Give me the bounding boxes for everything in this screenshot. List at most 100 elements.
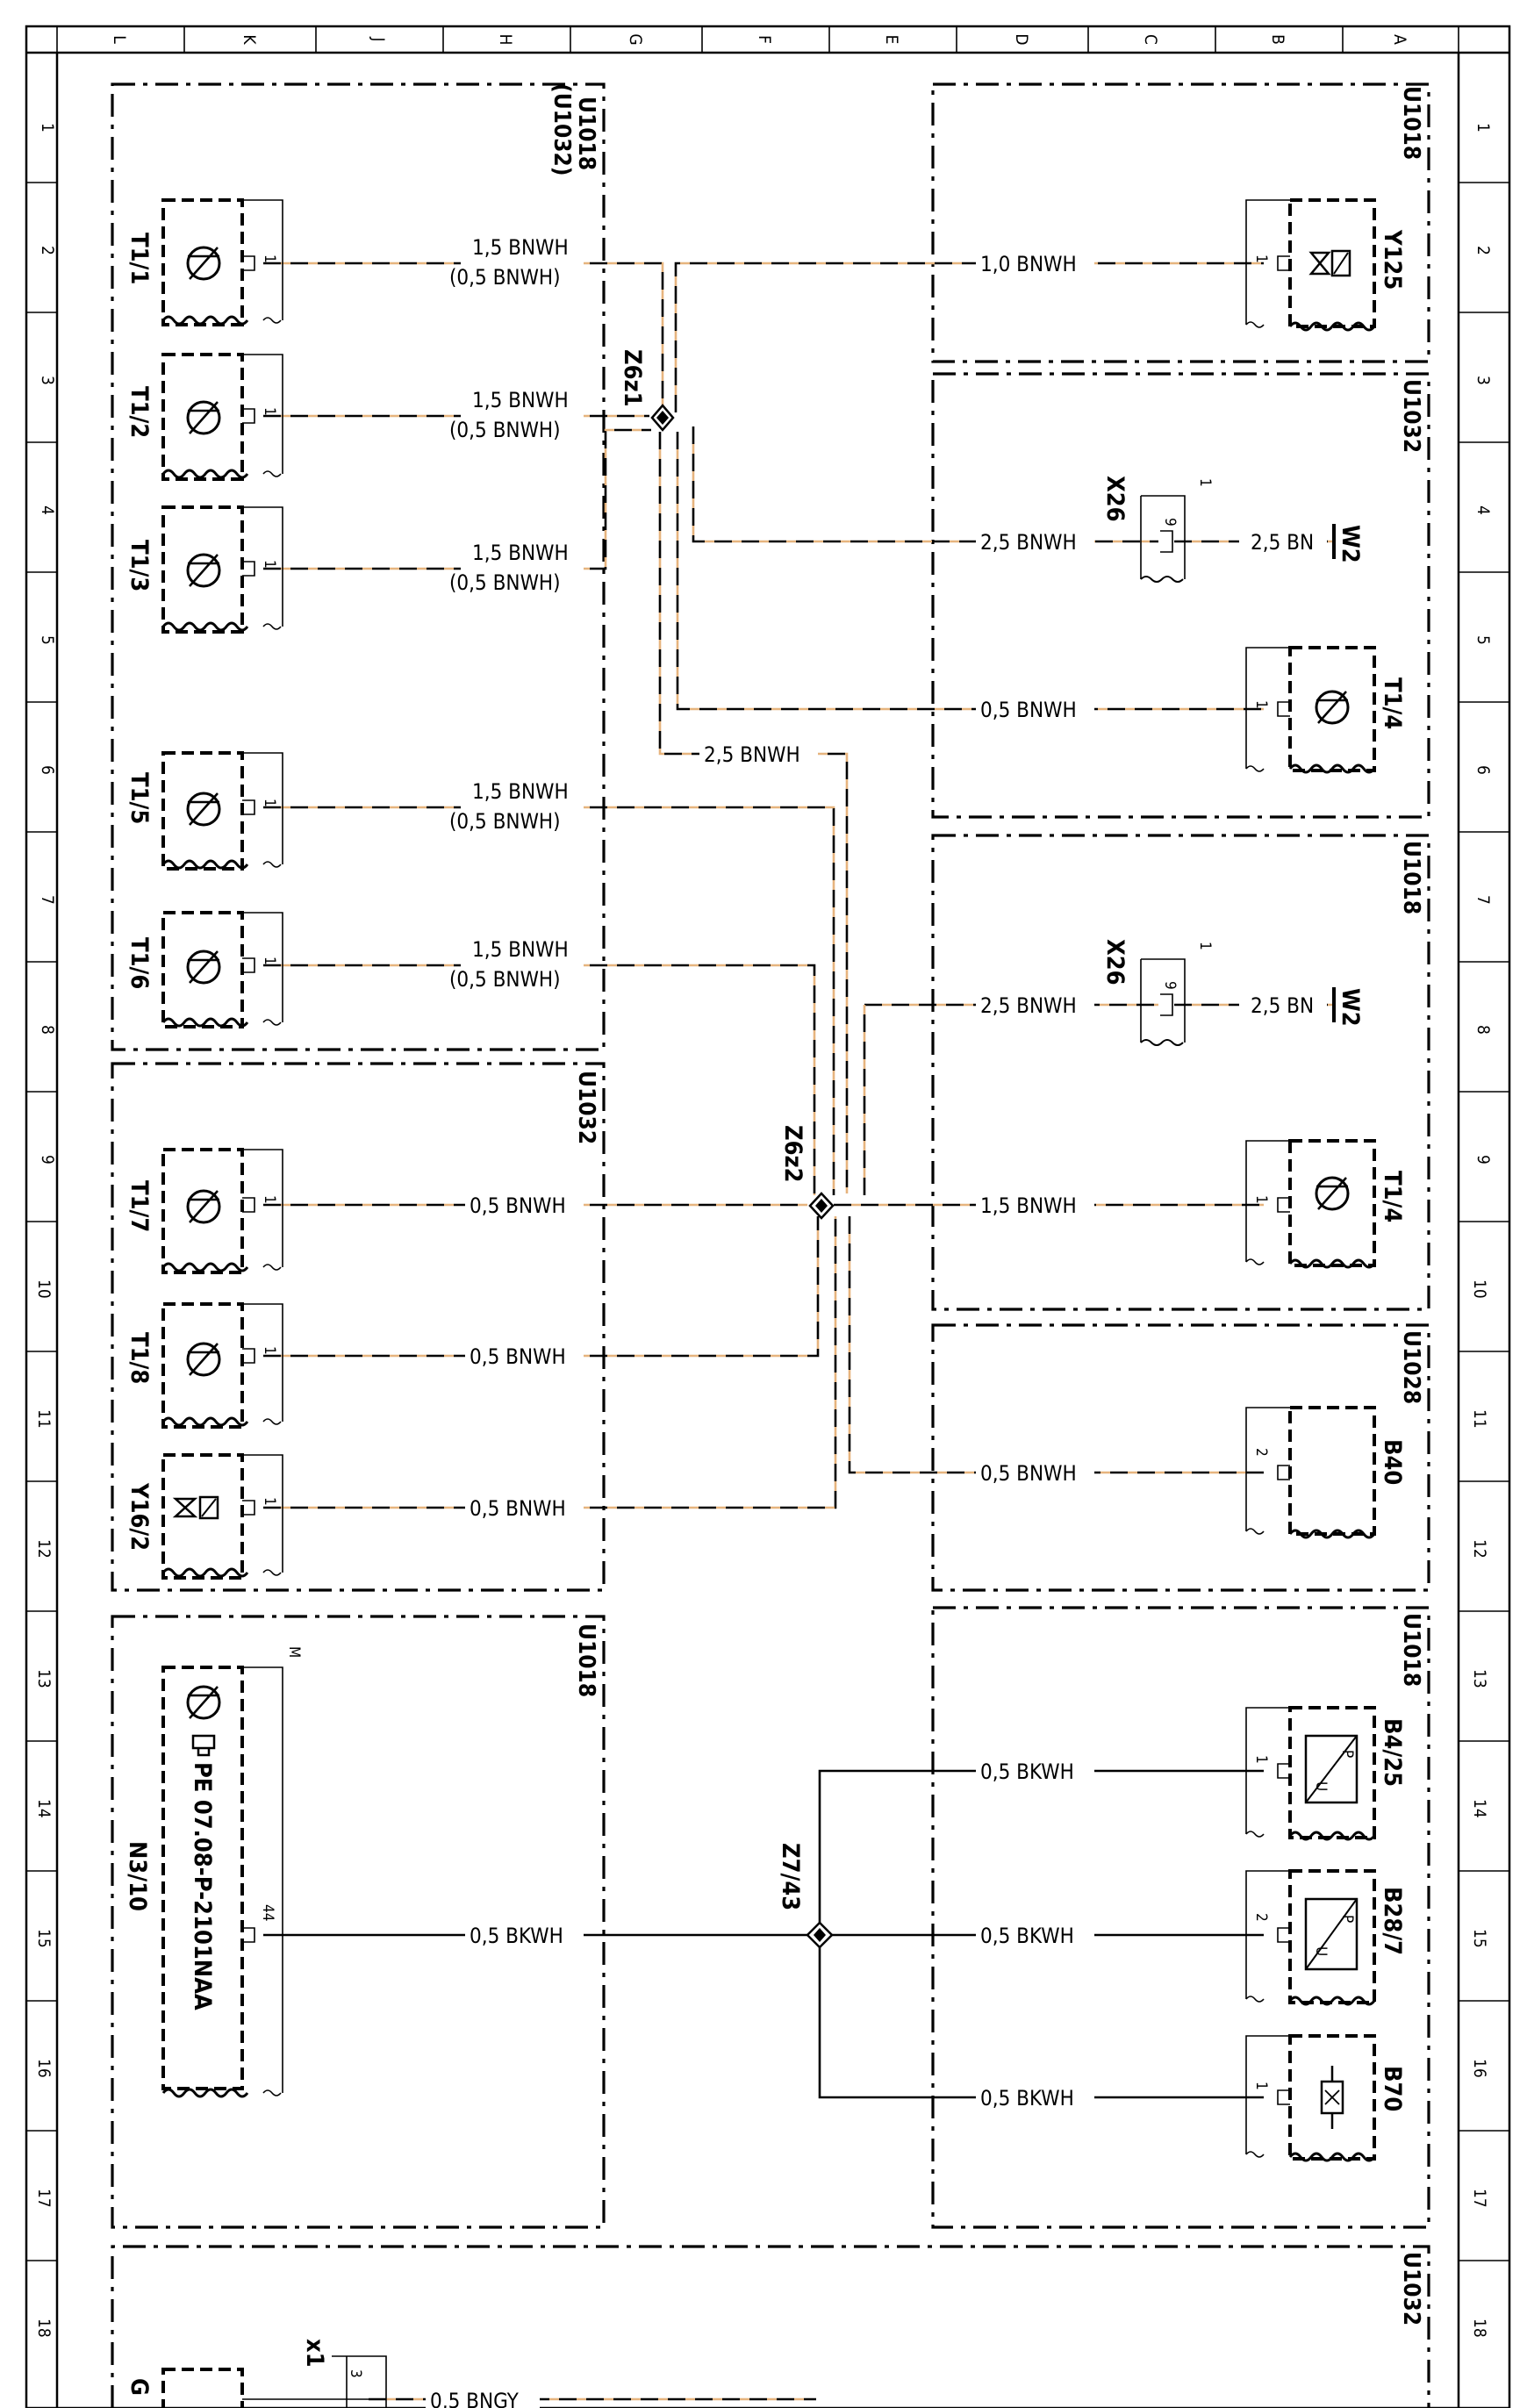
component-label: T1/3	[125, 540, 153, 591]
module-label: U1018	[573, 97, 599, 170]
left-components: 1 T1/1 1 T1/2 1 T1/3	[124, 198, 387, 2408]
wire-label: 1,5 BNWH	[472, 388, 569, 412]
row-ticks	[26, 182, 1509, 2261]
pin-label: 1	[261, 560, 278, 569]
row-label: 13	[34, 1669, 54, 1688]
row-label: 9	[38, 1155, 57, 1165]
wires-bkwh	[263, 1769, 1264, 2099]
wire-label: 1,5 BNWH	[472, 937, 569, 962]
col-label: C	[1141, 34, 1160, 45]
wire-label: 0,5 BNGY	[430, 2389, 520, 2408]
wire-t1-8	[263, 1216, 820, 1358]
row-label: 14	[1470, 1799, 1489, 1818]
row-label: 12	[34, 1539, 54, 1559]
component-label: Y125	[1379, 229, 1406, 290]
row-label: 5	[1473, 635, 1493, 645]
pin-label: 3	[347, 2369, 364, 2378]
row-label: 4	[38, 505, 57, 515]
row-label: 10	[1470, 1279, 1489, 1299]
col-label: J	[369, 36, 388, 41]
wire-label: 2,5 BNWH	[980, 530, 1077, 555]
wire-t1-3	[263, 428, 651, 570]
module-box-right-1	[931, 82, 1430, 363]
row-label: 15	[1470, 1929, 1489, 1948]
component-label: x1	[301, 2339, 328, 2368]
wire-b40	[848, 1216, 1264, 1474]
splice-z6z2: Z6z2	[779, 1125, 835, 1220]
component-label: W2	[1337, 525, 1364, 563]
row-label: 3	[38, 376, 57, 385]
col-label: F	[755, 35, 774, 44]
component-label: Y16/2	[125, 1482, 153, 1551]
wire-y125	[674, 262, 1264, 412]
module-box-right-2	[931, 372, 1430, 819]
control-unit-n3-10: PE 07.08-P-2101NAA 44 M N3/10	[124, 1646, 303, 2098]
pin-label: 2	[1252, 1913, 1270, 1922]
splice-z7-43: Z7/43	[777, 1843, 834, 1949]
row-label: 15	[34, 1929, 54, 1948]
pin-label-p: P	[1338, 1915, 1356, 1923]
row-label: 5	[38, 635, 57, 645]
wire-label: 0,5 BNWH	[470, 1344, 566, 1369]
pin-label: 9	[1161, 981, 1179, 990]
col-label: D	[1012, 33, 1031, 45]
row-label: 6	[1473, 765, 1493, 775]
module-label: U1018	[1398, 1613, 1424, 1687]
wire-label: 1,0 BNWH	[980, 252, 1077, 276]
module-box-right-5	[931, 1606, 1430, 2229]
sensor-t1-8: 1 T1/8	[125, 1302, 283, 1429]
module-label: U1032	[1398, 2252, 1424, 2326]
module-boxes	[111, 82, 1430, 2408]
row-label: 13	[1470, 1669, 1489, 1688]
wire-t1-6	[263, 964, 816, 1195]
module-labels: U1018 (U1032) U1032 U1018 U1018 U1032 U1…	[548, 83, 1424, 2326]
wire-t1-5	[263, 806, 835, 1195]
pin-label: 1	[1252, 700, 1270, 709]
component-label: B28/7	[1379, 1887, 1406, 1955]
module-box-left-low	[111, 1615, 606, 2229]
wire-label: 0,5 BKWH	[980, 1759, 1074, 1784]
wire-y16-2	[263, 1216, 837, 1509]
sensor-b70: 1 B70	[1245, 2034, 1406, 2162]
row-label: 3	[1473, 376, 1493, 385]
row-label: 11	[34, 1409, 54, 1429]
row-labels: 1 2 3 4 5 6 7 8 9 10 11 12 13 14 15 16 1…	[34, 123, 1493, 2338]
component-label: T1/4	[1379, 677, 1406, 729]
wire-t1-1	[263, 262, 664, 412]
row-label: 9	[1473, 1155, 1493, 1165]
component-label: T1/7	[125, 1180, 153, 1232]
wire-x26b	[863, 1003, 1158, 1195]
wire-link-z6z1-z6z2	[658, 432, 849, 1193]
component-label: B70	[1379, 2066, 1406, 2111]
sensor-t1-3: 1 T1/3	[125, 505, 283, 634]
module-label-line: U1018	[573, 97, 599, 170]
col-label: B	[1268, 34, 1287, 45]
row-label: 7	[38, 895, 57, 905]
module-box-bottom	[111, 2245, 1430, 2408]
wire-label: (0,5 BNWH)	[449, 570, 561, 595]
pin-label: 1	[261, 407, 278, 416]
row-label: 18	[1470, 2318, 1489, 2338]
component-label: T1/2	[125, 386, 153, 438]
component-label: B40	[1379, 1439, 1406, 1485]
row-label: 18	[34, 2318, 54, 2338]
wire-label: (0,5 BNWH)	[449, 967, 561, 992]
row-label: 17	[34, 2189, 54, 2208]
row-label: 10	[34, 1279, 54, 1299]
component-label: T1/8	[125, 1332, 153, 1384]
component-label: X26	[1101, 939, 1129, 985]
splice-label: Z6z2	[779, 1125, 807, 1183]
pin-label: 1	[1252, 254, 1270, 263]
module-label: U1018	[573, 1623, 599, 1697]
pressure-sensor-b4-25: P U 1 B4/25	[1245, 1706, 1406, 1841]
wire-label: (0,5 BNWH)	[449, 418, 561, 442]
wire-label: 2,5 BN	[1251, 530, 1314, 555]
row-label: 4	[1473, 505, 1493, 515]
splice-z6z1: Z6z1	[619, 349, 675, 432]
wire-label: 2,5 BNWH	[980, 993, 1077, 1018]
pin-label: 1	[1252, 2082, 1270, 2090]
component-label: N3/10	[124, 1841, 151, 1911]
module-label: U1018	[1398, 841, 1424, 914]
wire-label: 0,5 BKWH	[980, 2086, 1074, 2111]
